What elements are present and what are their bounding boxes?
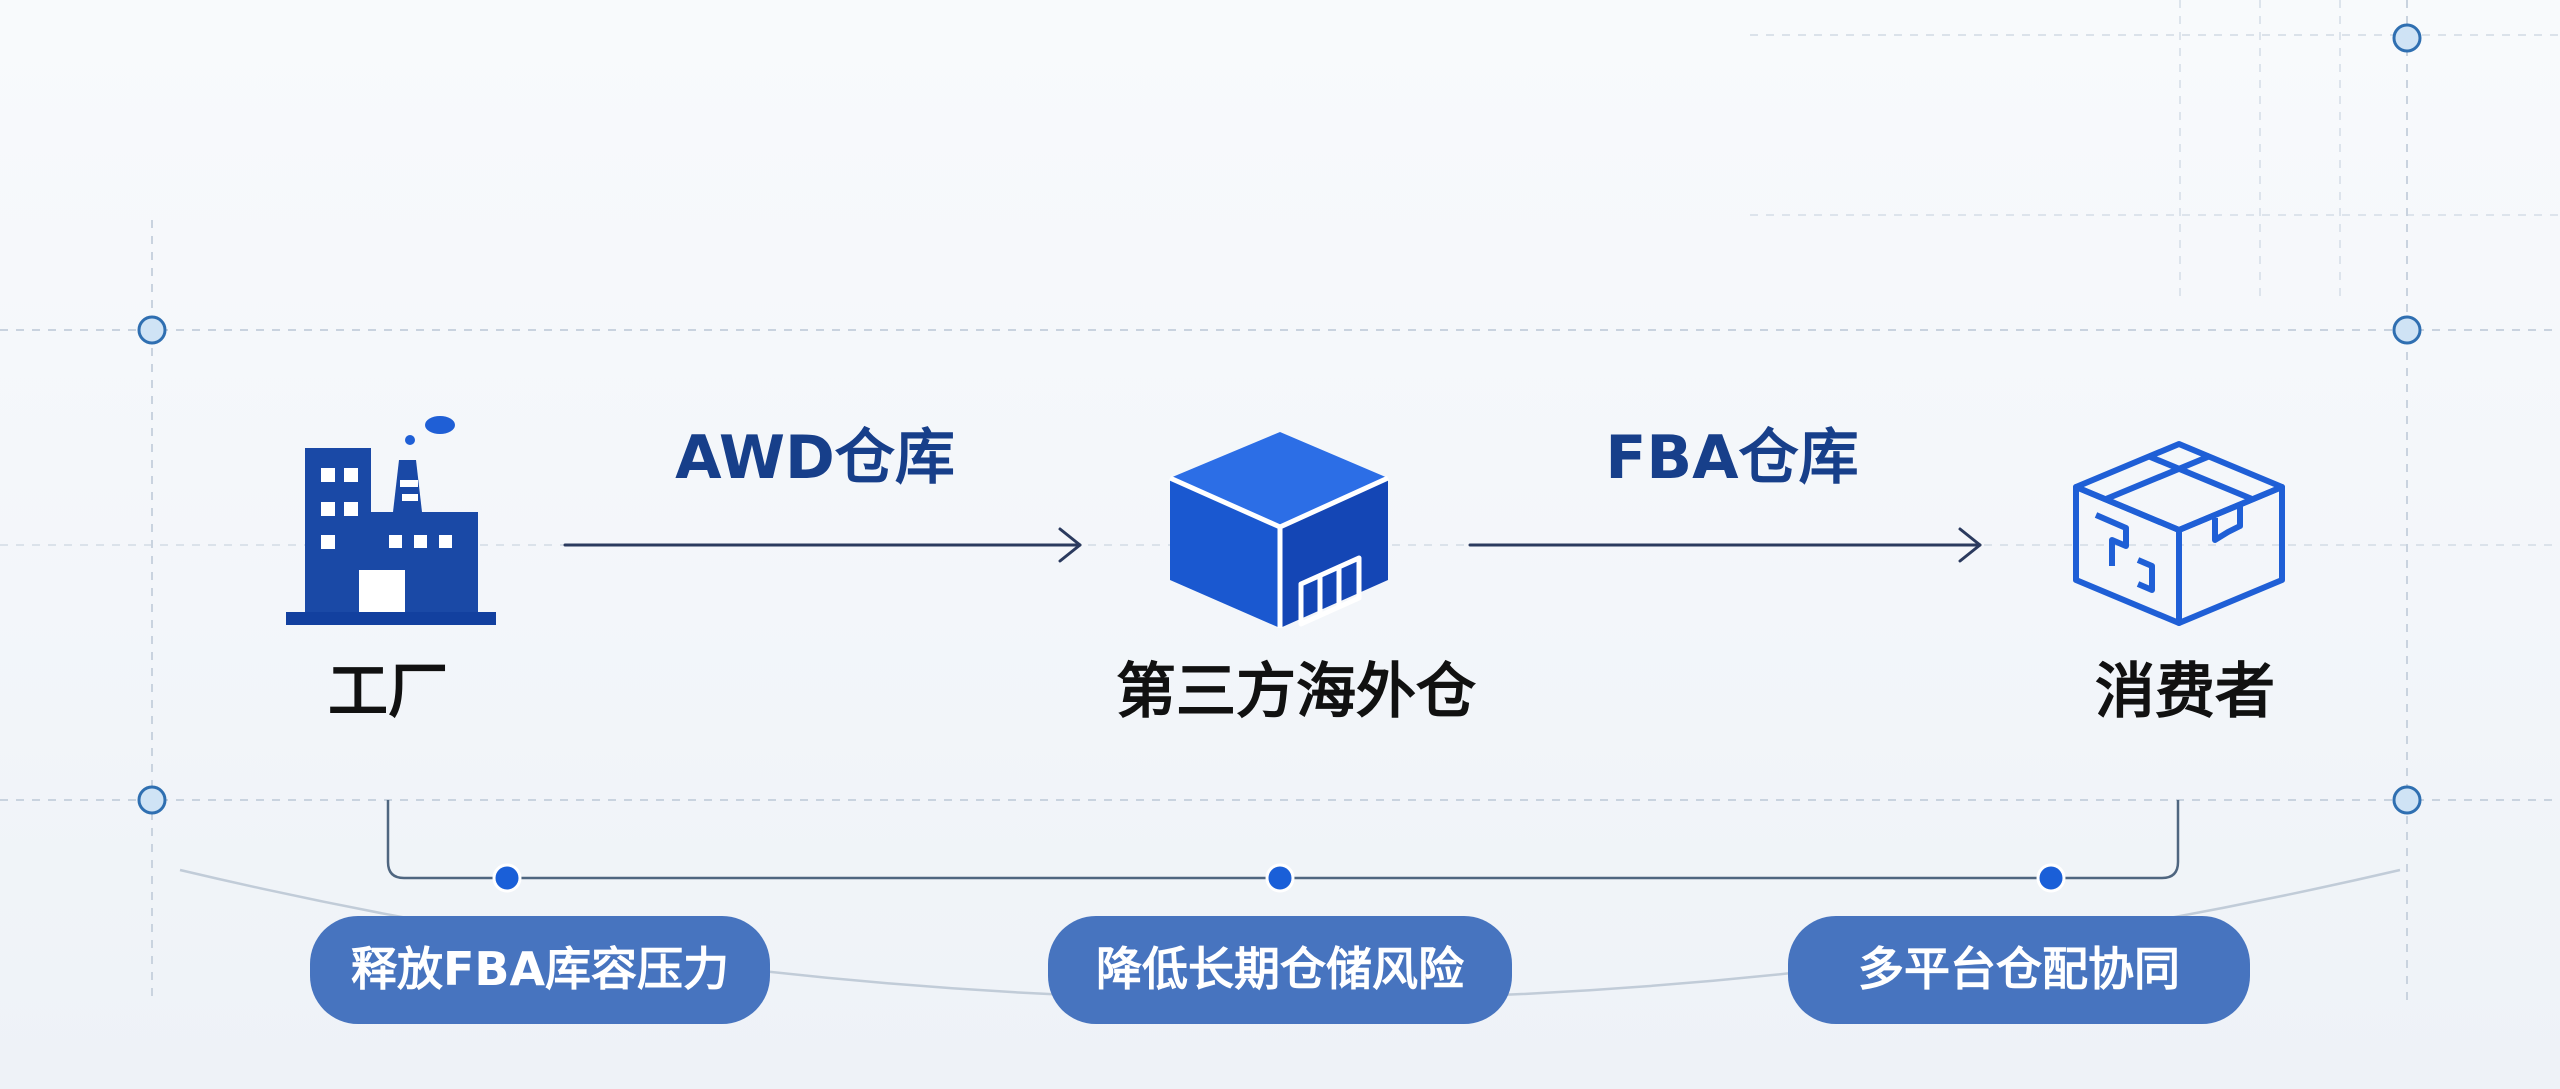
grid-marker <box>2392 23 2422 53</box>
package-icon <box>2073 441 2285 626</box>
node-label-consumer: 消费者 <box>2095 657 2275 727</box>
arrowhead-factory-to-warehouse <box>1058 527 1082 563</box>
node-label-factory: 工厂 <box>328 657 448 727</box>
bracket-dot <box>492 863 522 893</box>
benefit-label: 降低长期仓储风险 <box>1096 942 1465 996</box>
node-label-warehouse: 第三方海外仓 <box>1116 657 1477 727</box>
benefit-label: 释放FBA库容压力 <box>351 942 729 996</box>
grid-markers <box>137 23 2422 815</box>
arrowhead-warehouse-to-consumer <box>1958 527 1982 563</box>
bracket-dots <box>492 863 2066 893</box>
flow-arrows <box>563 527 1982 563</box>
bracket-dot <box>1265 863 1295 893</box>
grid-marker <box>137 785 167 815</box>
warehouse-icon <box>1168 432 1390 628</box>
edge-label-awd: AWD仓库 <box>675 423 955 493</box>
factory-icon <box>286 416 496 625</box>
benefit-pill: 降低长期仓储风险 <box>1048 916 1512 1024</box>
edge-label-fba: FBA仓库 <box>1605 423 1858 493</box>
benefit-pill: 释放FBA库容压力 <box>310 916 770 1024</box>
bracket-dot <box>2036 863 2066 893</box>
grid-marker <box>137 315 167 345</box>
benefit-pill: 多平台仓配协同 <box>1788 916 2250 1024</box>
grid-marker <box>2392 315 2422 345</box>
background-grid <box>0 0 2560 1000</box>
grid-marker <box>2392 785 2422 815</box>
benefit-label: 多平台仓配协同 <box>1858 942 2180 996</box>
